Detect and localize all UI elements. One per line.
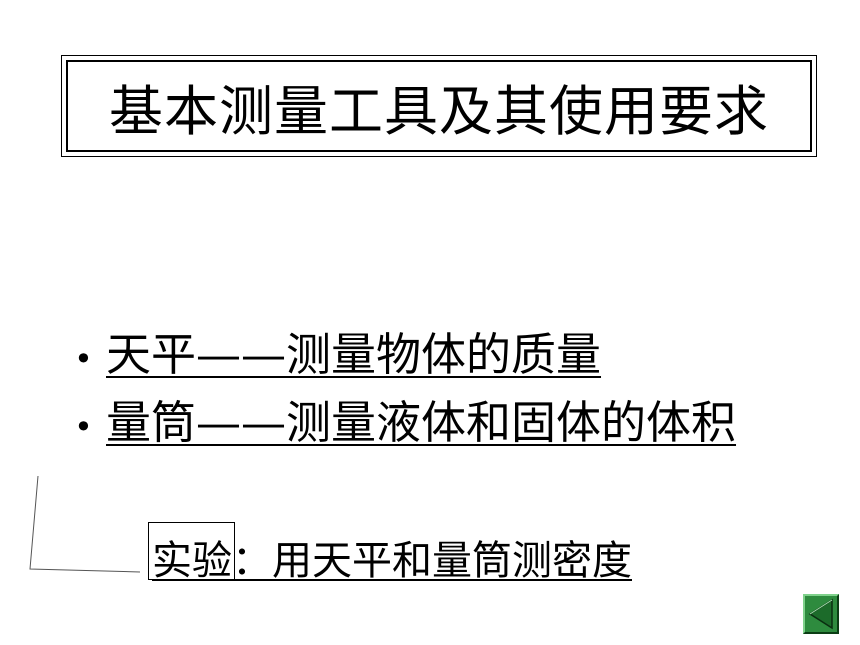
slide-title: 基本测量工具及其使用要求 [109,79,769,143]
bullet-list: • 天平——测量物体的质量 • 量筒——测量液体和固体的体积 [74,318,736,454]
experiment-highlight-box [148,522,235,580]
back-button[interactable] [803,594,839,634]
experiment-link[interactable]: 实验：用天平和量筒测密度 [152,538,632,584]
bullet-link-balance[interactable]: 天平——测量物体的质量 [106,328,602,381]
bullet-link-cylinder[interactable]: 量筒——测量液体和固体的体积 [106,396,737,449]
bullet-item-balance[interactable]: • 天平——测量物体的质量 [74,318,736,386]
bullet-marker: • [74,408,93,446]
title-frame: 基本测量工具及其使用要求 [61,55,817,157]
title-frame-inner: 基本测量工具及其使用要求 [66,60,812,152]
bullet-item-cylinder[interactable]: • 量筒——测量液体和固体的体积 [74,386,736,454]
triangle-left-icon [808,598,833,630]
bullet-marker: • [74,340,93,378]
